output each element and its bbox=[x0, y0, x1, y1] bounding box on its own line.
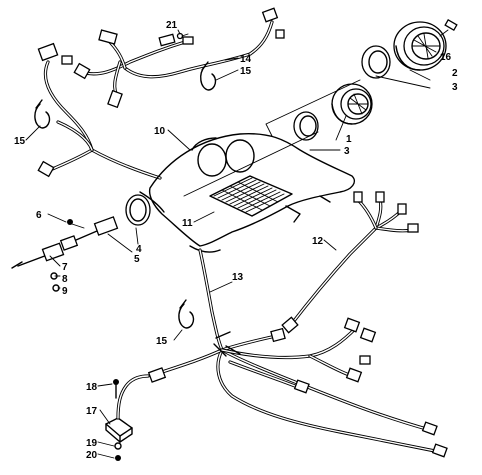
callout-leaders bbox=[25, 29, 449, 459]
callout-15-lower: 15 bbox=[156, 336, 168, 347]
right-wire-harness bbox=[281, 191, 419, 334]
switch-assembly-left bbox=[11, 216, 119, 292]
leader-gauge-lower bbox=[183, 131, 319, 197]
callout-9: 9 bbox=[62, 286, 68, 297]
cable-clamp-lower bbox=[178, 299, 195, 329]
callout-4: 4 bbox=[136, 244, 142, 255]
bezel-ring-upper bbox=[361, 45, 391, 79]
gauge-top bbox=[393, 19, 458, 71]
callout-17: 17 bbox=[86, 406, 98, 417]
callout-14: 14 bbox=[240, 54, 252, 65]
callout-18: 18 bbox=[86, 382, 98, 393]
bezel-ring-left bbox=[125, 194, 151, 226]
callout-6: 6 bbox=[36, 210, 42, 221]
callout-2: 2 bbox=[452, 68, 458, 79]
bezel-ring-lower bbox=[293, 111, 319, 141]
callout-20: 20 bbox=[86, 450, 98, 461]
cable-clamp-upper-left bbox=[34, 99, 51, 129]
callout-21: 21 bbox=[166, 20, 178, 31]
upper-wire-harness bbox=[37, 7, 285, 180]
callout-8: 8 bbox=[62, 274, 68, 285]
callout-15-left: 15 bbox=[14, 136, 26, 147]
dash-panel bbox=[139, 132, 356, 253]
callout-7: 7 bbox=[62, 262, 68, 273]
callout-5: 5 bbox=[134, 254, 140, 265]
leader-gauge-upper bbox=[265, 79, 361, 137]
callout-10: 10 bbox=[154, 126, 166, 137]
callout-1: 1 bbox=[346, 134, 352, 145]
main-wire-harness bbox=[147, 248, 448, 458]
callout-12: 12 bbox=[312, 236, 324, 247]
switch-assembly-lower bbox=[105, 374, 150, 461]
callout-13: 13 bbox=[232, 272, 244, 283]
callout-11: 11 bbox=[182, 218, 193, 229]
callout-3-upper: 3 bbox=[452, 82, 458, 93]
callout-19: 19 bbox=[86, 438, 98, 449]
callout-3-lower: 3 bbox=[344, 146, 350, 157]
display-window-grid bbox=[213, 177, 285, 213]
callout-16: 16 bbox=[440, 52, 452, 63]
gauge-middle bbox=[331, 83, 373, 125]
cable-clamp-upper-mid bbox=[200, 61, 217, 91]
callout-15-upper: 15 bbox=[240, 66, 252, 77]
